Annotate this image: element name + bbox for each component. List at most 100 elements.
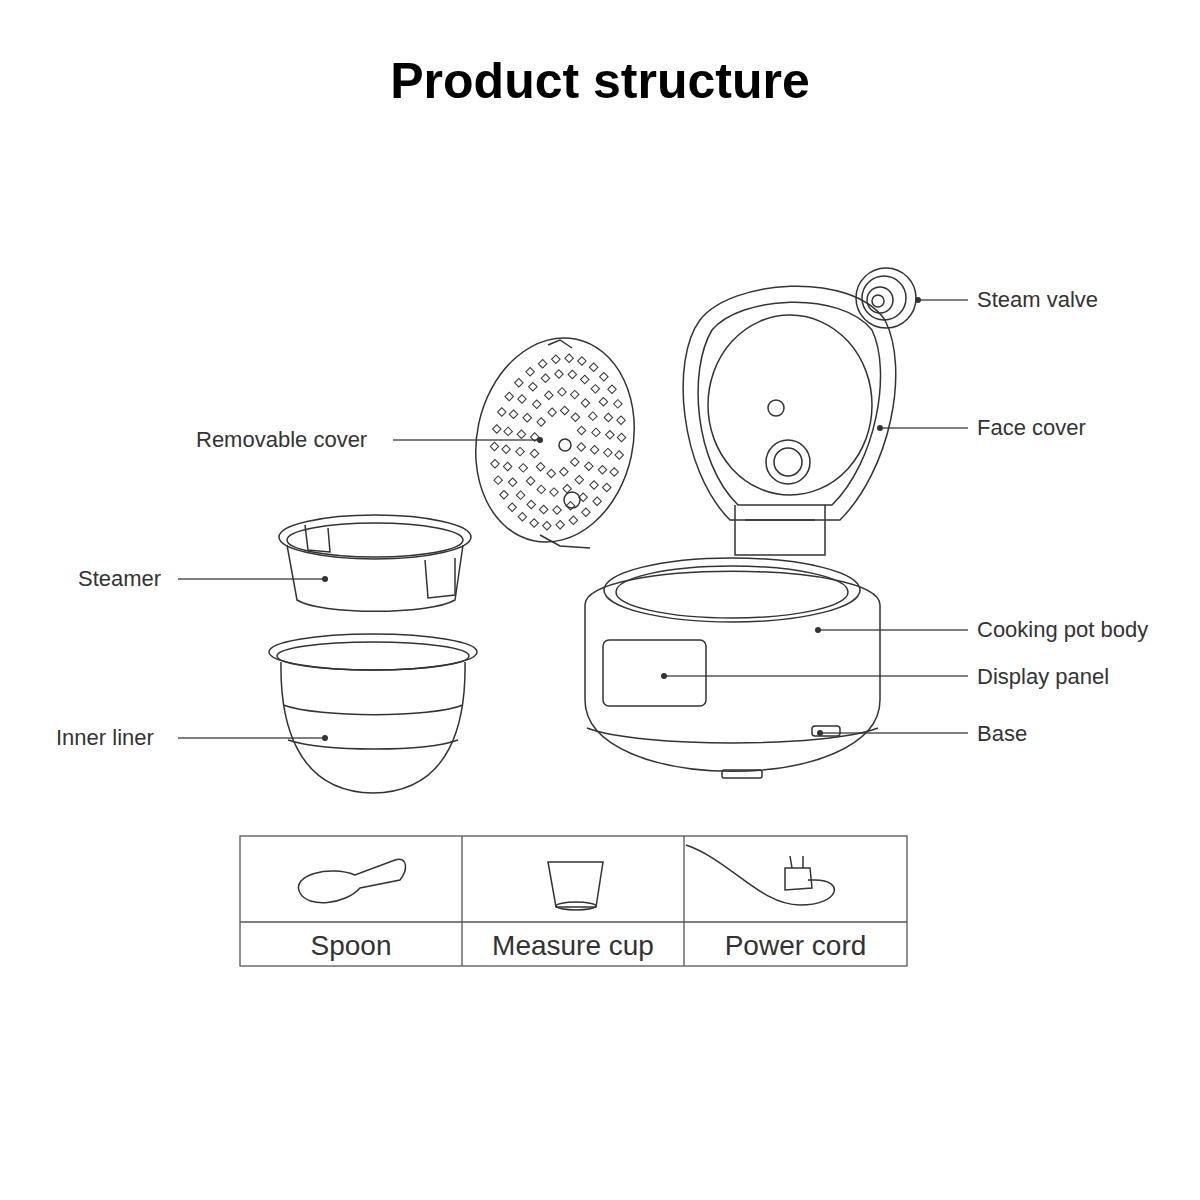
table-rule xyxy=(461,836,462,966)
steamer-rim xyxy=(279,515,471,559)
cover-hole xyxy=(532,400,540,408)
cover-hole xyxy=(529,383,537,391)
leader-line xyxy=(393,439,540,440)
cover-hole xyxy=(538,360,546,368)
leader-dot xyxy=(661,673,667,679)
cover-hole xyxy=(516,491,524,499)
valve-outer xyxy=(856,268,916,328)
cover-hole xyxy=(508,478,516,486)
leader-line xyxy=(178,578,325,579)
leader-line xyxy=(664,675,968,676)
cover-hole xyxy=(500,491,508,499)
cover-hole xyxy=(606,431,614,439)
base-foot xyxy=(722,770,762,778)
cord-wire xyxy=(686,845,834,905)
cover-hole xyxy=(526,477,534,485)
cover-hole xyxy=(509,410,517,418)
cord-drawing xyxy=(686,845,834,905)
liner-inner-rim xyxy=(277,642,469,670)
leader-dot xyxy=(322,735,328,741)
cover-hole xyxy=(592,428,600,436)
cover-hole xyxy=(527,500,535,508)
steamer-inner-rim xyxy=(287,523,463,557)
cover-hole xyxy=(593,497,601,505)
liner-band xyxy=(283,705,463,715)
lid-screw xyxy=(768,400,784,416)
removable-cover-drawing xyxy=(457,323,652,557)
leader-dot xyxy=(817,730,823,736)
cover-hole xyxy=(518,512,526,520)
cover-hole xyxy=(604,413,612,421)
cover-hole xyxy=(537,485,545,493)
cover-hole xyxy=(505,392,513,400)
cover-hole xyxy=(553,506,561,514)
cover-hole xyxy=(582,508,590,516)
cover-hole xyxy=(560,406,568,414)
cover-hole xyxy=(570,390,578,398)
cover-hole xyxy=(585,462,593,470)
part-label: Inner liner xyxy=(56,727,154,749)
leader-line xyxy=(820,732,968,733)
cover-hole xyxy=(547,469,555,477)
cover-hole xyxy=(571,413,579,421)
cover-hole xyxy=(571,458,579,466)
cover-hole xyxy=(563,485,571,493)
cover-hole xyxy=(502,445,510,453)
cover-hole xyxy=(545,391,553,399)
cover-hole xyxy=(515,379,523,387)
cover-hole xyxy=(493,425,501,433)
part-label: Steam valve xyxy=(977,289,1098,311)
cover-hole xyxy=(539,505,547,513)
cover-hole xyxy=(590,481,598,489)
plug-pin xyxy=(802,856,804,868)
body-outline xyxy=(585,571,880,771)
cover-hole xyxy=(610,468,618,476)
cover-hole xyxy=(530,433,538,441)
cover-hole xyxy=(519,464,527,472)
cover-hole xyxy=(589,412,597,420)
cover-hole xyxy=(498,408,506,416)
cover-hole xyxy=(604,448,612,456)
part-label: Removable cover xyxy=(196,429,367,451)
hinge-line xyxy=(745,519,815,521)
lid-inner xyxy=(698,302,880,505)
leader-lines xyxy=(178,300,968,738)
cover-hole xyxy=(503,462,511,470)
part-label: Base xyxy=(977,723,1027,745)
cover-hole xyxy=(556,521,564,529)
title: Product structure xyxy=(0,56,1200,106)
steamer-drawing xyxy=(279,515,471,611)
liner-rim xyxy=(269,634,477,670)
plug-body xyxy=(785,868,812,890)
cover-hole xyxy=(558,388,566,396)
part-label: Cooking pot body xyxy=(977,619,1148,641)
leader-dots xyxy=(322,297,921,741)
cover-hole xyxy=(490,442,498,450)
inner-liner-drawing xyxy=(269,634,477,793)
display-panel-shape xyxy=(603,640,706,706)
cover-hole xyxy=(603,483,611,491)
cover-hole xyxy=(516,447,524,455)
cover-hole xyxy=(589,363,597,371)
cover-holes xyxy=(490,354,626,530)
valve-core xyxy=(872,295,884,307)
cover-hole xyxy=(578,357,586,365)
steam-valve-drawing xyxy=(856,268,916,328)
cover-tab xyxy=(540,535,590,548)
cooker-body-drawing xyxy=(585,558,880,778)
pot-opening xyxy=(616,566,848,618)
cover-hole xyxy=(548,408,556,416)
steamer-handle xyxy=(425,558,455,598)
valve-port-inner xyxy=(774,448,802,476)
cover-hole xyxy=(608,385,616,393)
liner-bowl xyxy=(281,662,465,793)
cover-hole xyxy=(598,465,606,473)
cover-hole xyxy=(565,354,573,362)
cover-hole xyxy=(541,374,549,382)
leader-dot xyxy=(322,576,328,582)
plug-pin xyxy=(790,856,792,868)
cover-hole xyxy=(543,521,551,529)
cover-hole xyxy=(536,463,544,471)
table-rule xyxy=(240,921,907,922)
